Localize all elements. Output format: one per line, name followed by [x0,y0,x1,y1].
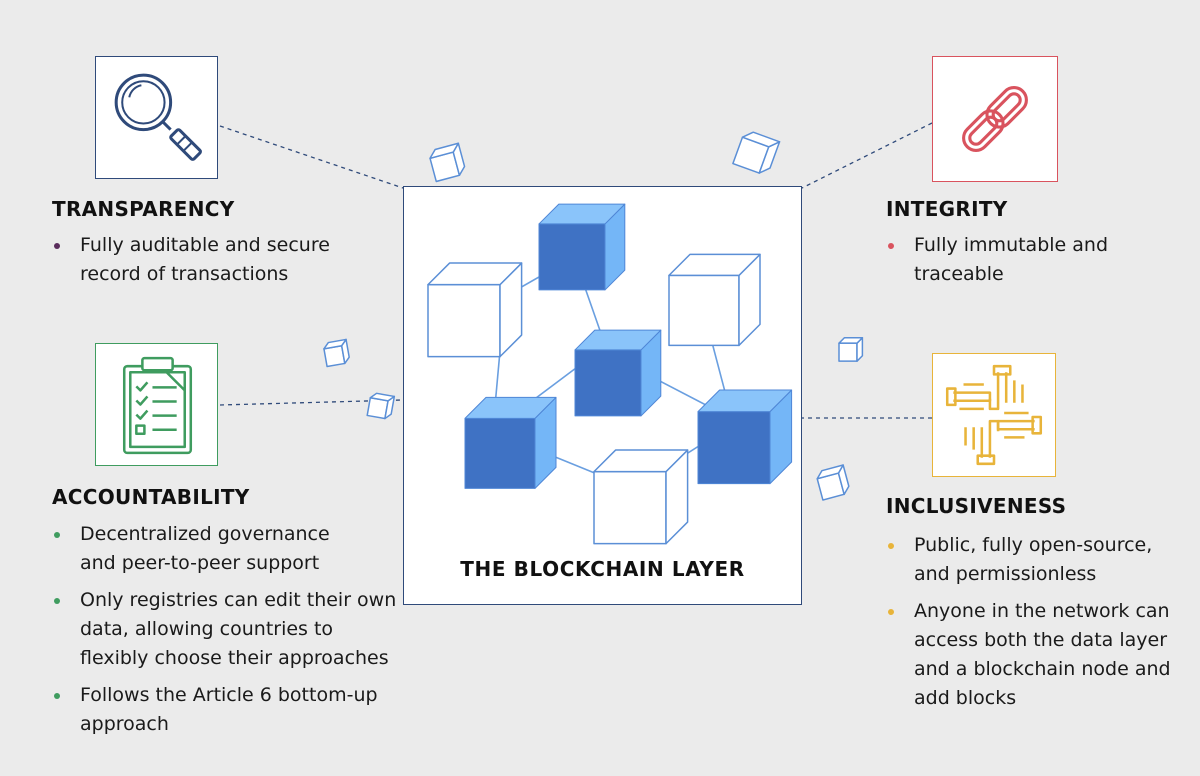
list-item: Only registries can edit their own data,… [52,586,400,673]
transparency-icon-box [95,56,218,179]
list-item: Anyone in the network can access both th… [886,597,1174,713]
block-cube [697,389,793,485]
chain-link-icon [962,86,1028,152]
connector-integrity [801,122,933,189]
transparency-bullets: Fully auditable and secure record of tra… [52,231,352,297]
accountability-icon-box [95,343,218,466]
transparency-title: TRANSPARENCY [52,197,235,221]
block-cube [574,329,662,417]
integrity-icon-box [932,56,1058,182]
floating-cube [366,392,396,420]
floating-cube [816,464,850,501]
floating-cube [323,338,350,368]
floating-cube [838,337,864,362]
block-cube [668,253,761,347]
block-cube [593,449,689,545]
list-item: Follows the Article 6 bottom-up approach [52,681,452,739]
integrity-bullets: Fully immutable and traceable [886,231,1146,297]
blockchain-panel: THE BLOCKCHAIN LAYER [403,186,802,605]
list-item: Decentralized governance and peer-to-pee… [52,520,370,578]
accountability-title: ACCOUNTABILITY [52,485,250,509]
connector-transparency [219,125,404,189]
floating-cube [429,142,466,183]
inclusiveness-bullets: Public, fully open-source, and permissio… [886,531,1176,721]
magnifier-icon [114,73,202,161]
block-cube [538,203,626,291]
clipboard-checklist-icon [122,356,193,455]
accountability-bullets: Decentralized governance and peer-to-pee… [52,520,452,747]
list-item: Fully auditable and secure record of tra… [52,231,352,289]
block-cube [464,396,557,489]
floating-cube [732,131,781,174]
joined-hands-icon [945,364,1043,466]
integrity-title: INTEGRITY [886,197,1008,221]
list-item: Fully immutable and traceable [886,231,1146,289]
inclusiveness-title: INCLUSIVENESS [886,494,1067,518]
center-title: THE BLOCKCHAIN LAYER [460,557,745,581]
inclusiveness-icon-box [932,353,1056,477]
list-item: Public, fully open-source, and permissio… [886,531,1176,589]
blockchain-network-illustration [427,203,793,545]
block-cube [427,262,523,358]
